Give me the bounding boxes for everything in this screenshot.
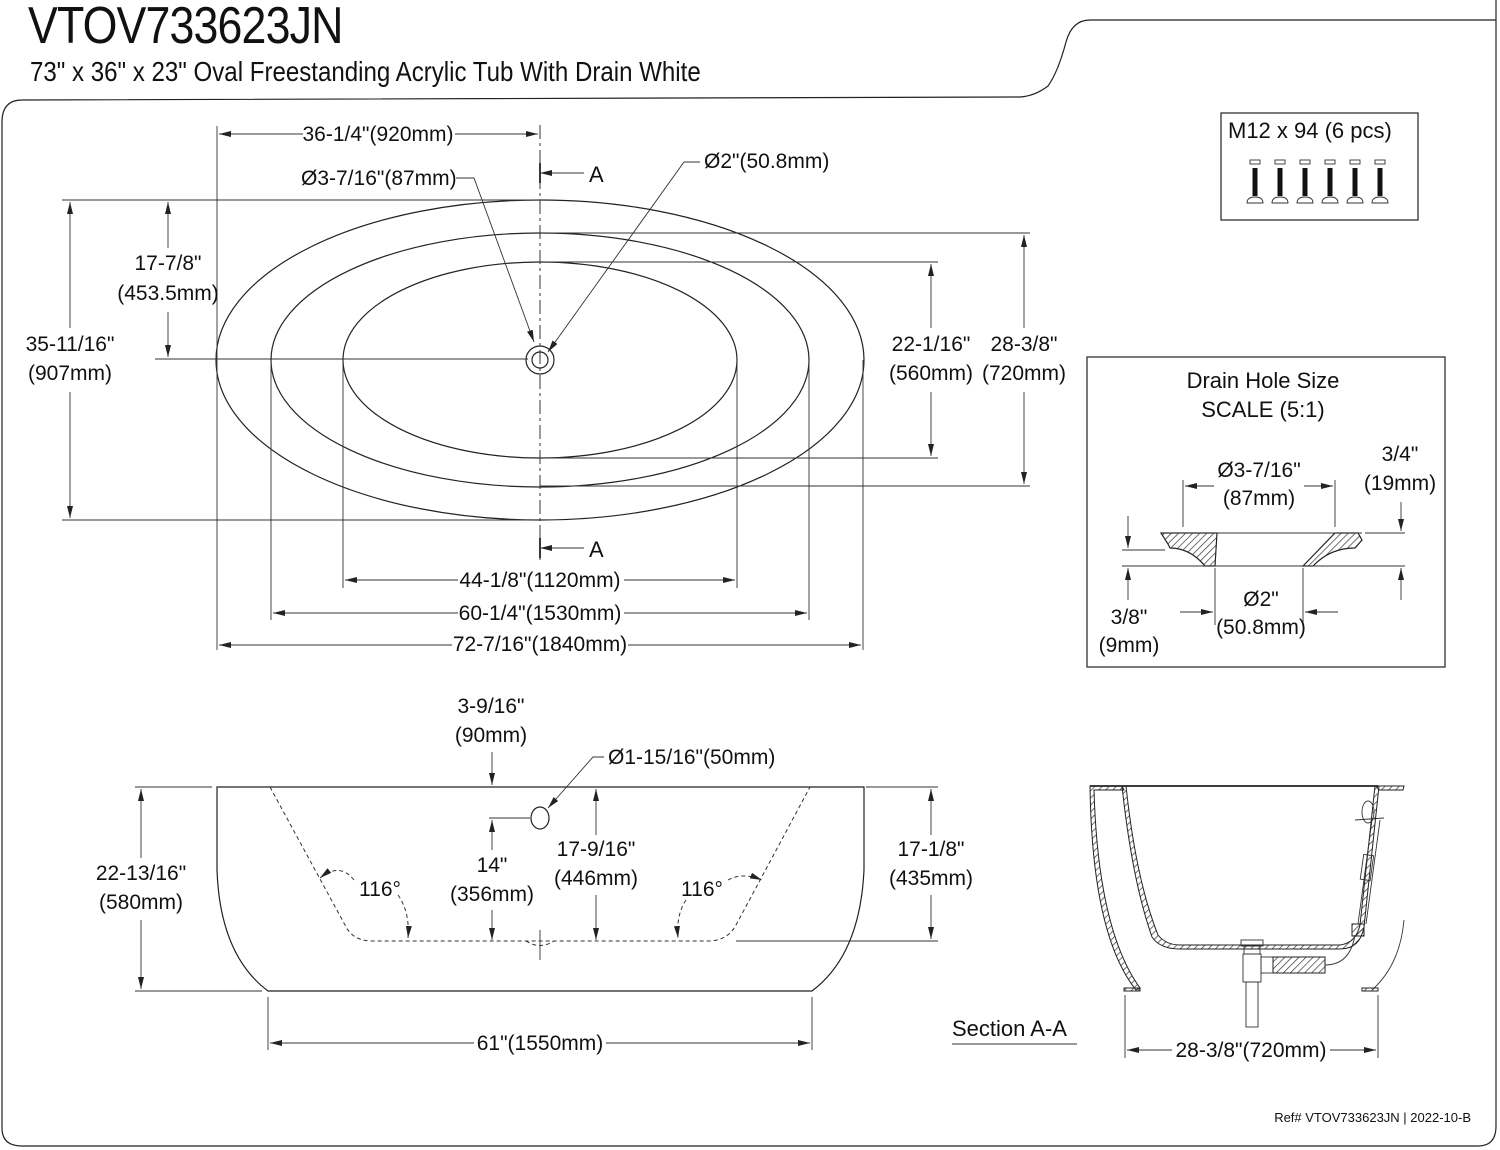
- side-view: Ø1-15/16"(50mm) 3-9/16" (90mm) 14" (356m…: [96, 695, 973, 1055]
- dim-overflow-offset-mm: (90mm): [455, 724, 527, 747]
- drain-inner-dia-mm: (50.8mm): [1216, 616, 1306, 639]
- angle-left: 116°: [359, 878, 401, 901]
- drain-detail-title: Drain Hole Size: [1187, 368, 1340, 393]
- dim-rim-length: 60-1/4"(1530mm): [459, 602, 622, 625]
- dim-section-base-width: 28-3/8"(720mm): [1175, 1039, 1326, 1062]
- dim-inner-width-in: 22-1/16": [892, 333, 971, 356]
- dim-overall-length: 72-7/16"(1840mm): [453, 633, 627, 656]
- angle-right: 116°: [681, 878, 723, 901]
- leveling-bolt-icon: [1246, 159, 1389, 204]
- drain-flange-right: [1301, 532, 1363, 567]
- dim-overall-width-in: 35-11/16": [26, 333, 115, 356]
- drain-max-thickness-mm: (19mm): [1364, 472, 1436, 495]
- dim-water-depth-mm: (435mm): [889, 867, 973, 890]
- dim-half-width-in: 17-7/8": [135, 252, 202, 275]
- hardware-label: M12 x 94 (6 pcs): [1228, 118, 1392, 143]
- dim-overflow-offset-in: 3-9/16": [458, 695, 525, 718]
- dim-overflow-dia: Ø1-15/16"(50mm): [608, 746, 775, 769]
- dim-overall-height-in: 22-13/16": [96, 862, 186, 885]
- drain-flange-left: [1159, 532, 1218, 567]
- reference-footer: Ref# VTOV733623JN | 2022-10-B: [1274, 1110, 1471, 1125]
- drain-max-thickness-in: 3/4": [1382, 443, 1419, 466]
- section-view: Section A-A 28-3/8"(720mm): [952, 785, 1405, 1062]
- dim-rim-width-mm: (720mm): [982, 362, 1066, 385]
- dim-drain-inner: Ø2"(50.8mm): [704, 150, 829, 173]
- dim-rim-width-in: 28-3/8": [991, 333, 1058, 356]
- hardware-box: M12 x 94 (6 pcs): [1220, 112, 1419, 221]
- section-marker-top: A: [589, 162, 604, 187]
- section-marker-bottom: A: [589, 537, 604, 562]
- section-title: Section A-A: [952, 1016, 1067, 1041]
- dim-overflow-height-mm: (356mm): [450, 883, 534, 906]
- dim-interior-depth-mm: (446mm): [554, 867, 638, 890]
- product-description: 73" x 36" x 23" Oval Freestanding Acryli…: [30, 56, 701, 87]
- dim-overall-width-mm: (907mm): [28, 362, 112, 385]
- dim-drain-outer: Ø3-7/16"(87mm): [301, 167, 457, 190]
- dim-water-depth-in: 17-1/8": [898, 838, 965, 861]
- dim-center-to-end: 36-1/4"(920mm): [302, 123, 453, 146]
- tub-interior-dashed: [269, 786, 811, 942]
- top-view: A A 36-1/4"(920mm) Ø3-7/16"(87mm) Ø2"(50…: [26, 123, 1066, 656]
- dim-base-length: 61"(1550mm): [477, 1032, 604, 1055]
- drain-outer-dia-mm: (87mm): [1223, 487, 1295, 510]
- model-number: VTOV733623JN: [28, 0, 343, 55]
- drain-min-thickness-in: 3/8": [1111, 606, 1148, 629]
- dim-inner-length: 44-1/8"(1120mm): [459, 569, 620, 592]
- dim-interior-depth-in: 17-9/16": [557, 838, 636, 861]
- dim-inner-width-mm: (560mm): [889, 362, 973, 385]
- drain-detail-scale: SCALE (5:1): [1201, 397, 1325, 422]
- dim-overflow-height-in: 14": [477, 854, 508, 877]
- drain-outer-dia-in: Ø3-7/16": [1217, 459, 1300, 482]
- dim-overall-height-mm: (580mm): [99, 891, 183, 914]
- tub-side-outline: [216, 786, 865, 992]
- drain-min-thickness-mm: (9mm): [1099, 634, 1160, 657]
- dim-half-width-mm: (453.5mm): [117, 282, 219, 305]
- drain-detail-box: Drain Hole Size SCALE (5:1) Ø3-7/16" (87…: [1086, 356, 1446, 668]
- drain-inner-dia-in: Ø2": [1243, 588, 1278, 611]
- overflow-hole: [530, 806, 550, 830]
